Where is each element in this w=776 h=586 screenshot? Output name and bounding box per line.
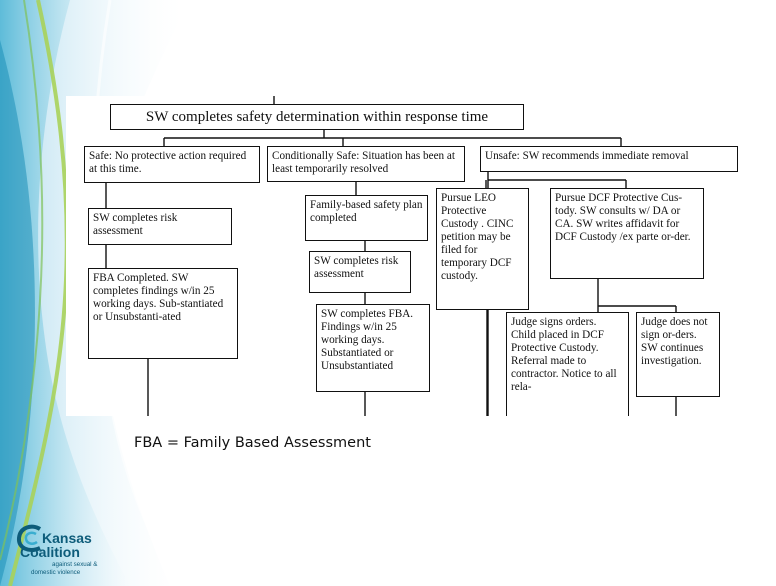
judge-signs-box: Judge signs orders. Child placed in DCF …	[506, 312, 629, 416]
leo-custody-box: Pursue LEO Protective Custody . CINC pet…	[436, 188, 529, 310]
logo-coalition-text: Coalition	[20, 544, 80, 560]
safe-fba-box: FBA Completed. SW completes findings w/i…	[88, 268, 238, 359]
logo-tagline-line1: against sexual &	[52, 561, 98, 568]
safe-risk-assessment-box: SW completes risk assessment	[88, 208, 232, 245]
conditional-risk-assessment-box: SW completes risk assessment	[309, 251, 411, 293]
conditional-fba-box: SW completes FBA. Findings w/in 25 worki…	[316, 304, 430, 392]
safe-heading-box: Safe: No protective action required at t…	[84, 146, 260, 183]
coalition-mark-icon	[16, 524, 42, 552]
kansas-coalition-logo: Kansas Coalition against sexual & domest…	[14, 524, 104, 580]
root-step-box: SW completes safety determination within…	[110, 104, 524, 130]
logo-tagline-line2: domestic violence	[31, 569, 81, 576]
judge-does-not-sign-box: Judge does not sign or-ders. SW continue…	[636, 312, 720, 397]
logo-kansas-text: Kansas	[42, 530, 92, 546]
dcf-custody-box: Pursue DCF Protective Cus-tody. SW consu…	[550, 188, 704, 279]
conditional-heading-box: Conditionally Safe: Situation has been a…	[267, 146, 465, 182]
unsafe-heading-box: Unsafe: SW recommends immediate removal	[480, 146, 738, 172]
fba-caption: FBA = Family Based Assessment	[134, 435, 371, 451]
conditional-safety-plan-box: Family-based safety plan completed	[305, 195, 428, 241]
flowchart: SW completes safety determination within…	[66, 96, 738, 416]
